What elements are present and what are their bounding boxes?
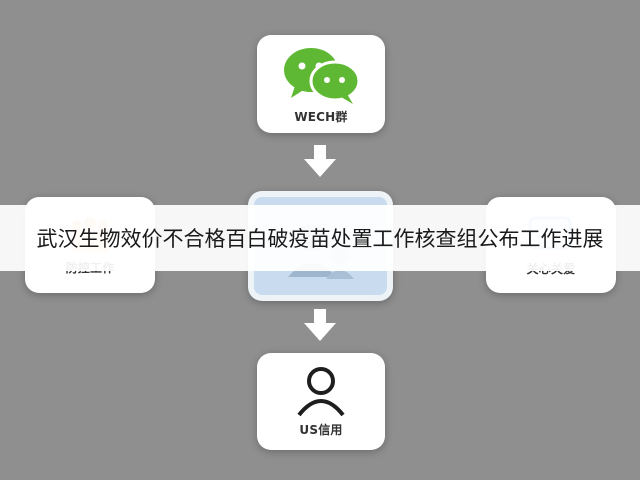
wechat-card[interactable]: WECH群 xyxy=(257,35,385,133)
headline-banner: 武汉生物效价不合格百白破疫苗处置工作核查组公布工作进展 xyxy=(0,205,640,271)
user-card[interactable]: US信用 xyxy=(257,353,385,450)
user-icon xyxy=(297,367,345,417)
wechat-label: WECH群 xyxy=(294,109,348,124)
headline-text: 武汉生物效价不合格百白破疫苗处置工作核查组公布工作进展 xyxy=(36,227,604,251)
user-label: US信用 xyxy=(299,423,343,437)
arrow-down-icon xyxy=(304,309,336,341)
wechat-icon xyxy=(284,47,361,104)
arrow-down-icon xyxy=(304,145,336,177)
